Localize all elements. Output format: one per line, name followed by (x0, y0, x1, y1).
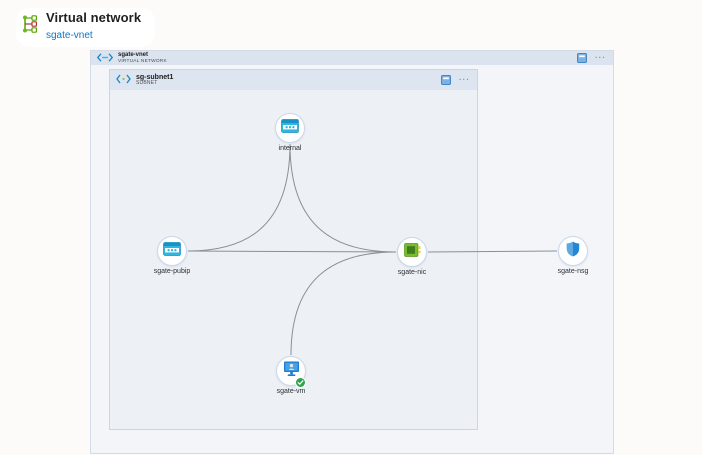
node-sgate-vm[interactable] (276, 356, 306, 386)
vm-icon (283, 361, 300, 382)
vnet-name: sgate-vnet (118, 52, 149, 59)
window-icon[interactable] (577, 53, 587, 63)
virtual-network-icon (96, 49, 114, 67)
window-icon[interactable] (441, 75, 451, 85)
vnet-header-text: sgate-vnet VIRTUAL NETWORK (118, 52, 167, 63)
ip-card-icon (163, 241, 181, 261)
shield-icon (566, 241, 580, 262)
page-title: Virtual network (46, 10, 142, 25)
nic-icon (403, 242, 421, 262)
node-sgate-pubip[interactable] (157, 236, 187, 266)
vnet-resource-link[interactable]: sgate-vnet (46, 30, 93, 41)
ip-card-icon (281, 118, 299, 138)
node-internal[interactable] (275, 113, 305, 143)
subnet-header-text: sg-subnet1 SUBNET (136, 74, 173, 87)
more-options-icon[interactable]: ··· (459, 75, 470, 84)
page-header: Virtual network sgate-vnet (16, 8, 156, 47)
vnet-type-label: VIRTUAL NETWORK (118, 58, 167, 64)
vnet-header-actions: ··· (577, 53, 606, 63)
node-sgate-nsg[interactable] (558, 236, 588, 266)
title-text: Virtual network sgate-vnet (46, 10, 141, 43)
subnet-icon (116, 71, 131, 89)
subnet-panel-header: sg-subnet1 SUBNET ··· (110, 70, 477, 90)
subnet-name: sg-subnet1 (136, 73, 174, 81)
virtual-network-service-icon (20, 13, 40, 40)
subnet-header-actions: ··· (441, 75, 470, 85)
vnet-panel-header: sgate-vnet VIRTUAL NETWORK ··· (91, 51, 613, 65)
subnet-type-label: SUBNET (136, 80, 158, 87)
node-sgate-nic[interactable] (397, 237, 427, 267)
more-options-icon[interactable]: ··· (595, 53, 606, 62)
